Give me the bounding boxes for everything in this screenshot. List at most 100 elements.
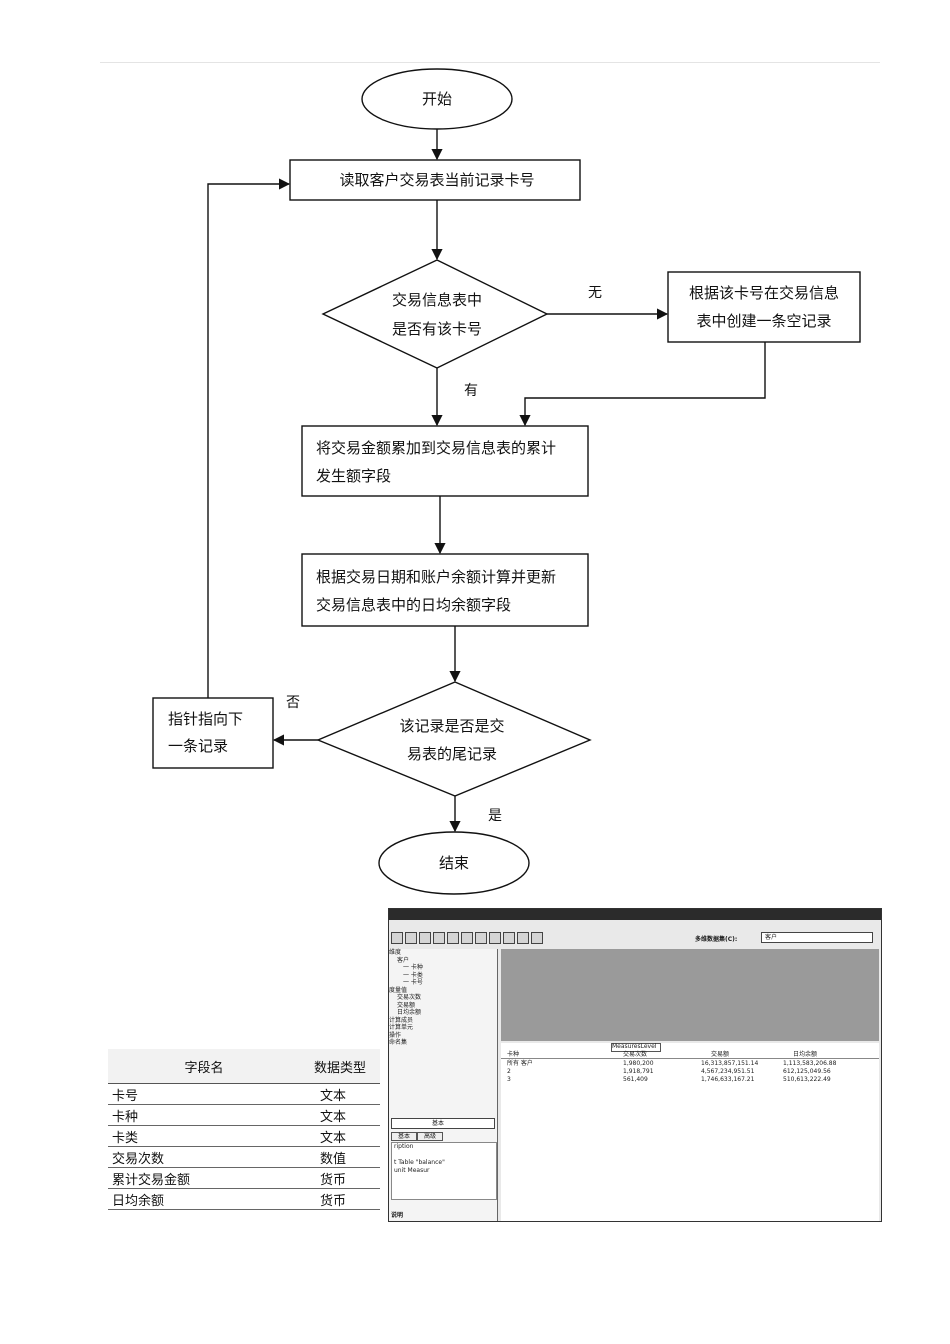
tree-icon[interactable]: [419, 932, 431, 944]
edge-label-no: 否: [286, 695, 300, 711]
table-row: 累计交易金额货币: [108, 1167, 380, 1189]
header-field-name: 字段名: [108, 1049, 300, 1084]
end-label: 结束: [439, 854, 469, 872]
tree-item[interactable]: 操作: [389, 1031, 402, 1039]
last-label-line1: 该记录是否是交: [399, 717, 504, 735]
grid-cell: 612,125,049.56: [783, 1068, 831, 1075]
save-icon[interactable]: [391, 932, 403, 944]
cube-data-grid: MeasuresLevel 卡种 交易次数 交易额 日均余额 所有 客户 1,9…: [501, 1043, 879, 1221]
cube-graph-area: [501, 949, 879, 1041]
flowchart: 开始 读取客户交易表当前记录卡号 交易信息表中 是否有该卡号 根据该卡号在交易信…: [152, 68, 861, 895]
grid-header: 交易次数: [623, 1051, 648, 1058]
tree-item[interactable]: 一 卡种: [403, 964, 423, 971]
grid-cell: 3: [507, 1076, 511, 1083]
check-label-line2: 是否有该卡号: [392, 320, 482, 338]
update-label-line2: 交易信息表中的日均余额字段: [316, 596, 511, 614]
grid-cell: 16,313,857,151.14: [701, 1060, 759, 1067]
measure-icon[interactable]: [461, 932, 473, 944]
dataset-select[interactable]: 客户: [761, 932, 873, 943]
data-type-cell: 数值: [300, 1146, 380, 1168]
properties-tabs: 基本 高级: [391, 1132, 495, 1141]
menubar: [389, 920, 881, 930]
property-row[interactable]: t Table "balance": [394, 1159, 445, 1166]
table-header-row: 字段名 数据类型: [108, 1049, 380, 1084]
tab-basic[interactable]: 基本: [391, 1132, 418, 1141]
table-row: 2 1,918,791 4,567,234,951.51 612,125,049…: [501, 1068, 879, 1075]
read-node: [289, 159, 581, 201]
top-divider: [100, 62, 880, 63]
properties-panel: 基本 基本 高级 ription t Table "balance" unit …: [389, 1114, 497, 1221]
next-node: [152, 697, 274, 769]
check-node: [321, 259, 549, 369]
grid-cell: 所有 客户: [507, 1060, 533, 1067]
data-type-cell: 文本: [300, 1104, 380, 1126]
table-row: 卡类文本: [108, 1125, 380, 1147]
property-row[interactable]: ription: [394, 1143, 414, 1150]
edge-label-none: 无: [588, 285, 602, 301]
properties-combo[interactable]: 基本: [391, 1118, 495, 1129]
grid-cell: 1,918,791: [623, 1068, 654, 1075]
grid-header: 日均余额: [793, 1051, 818, 1058]
arrow-icon[interactable]: [433, 932, 445, 944]
data-type-cell: 文本: [300, 1125, 380, 1147]
refresh-icon[interactable]: [489, 932, 501, 944]
accumulate-label-line1: 将交易金额累加到交易信息表的累计: [316, 439, 556, 457]
field-name-cell: 累计交易金额: [108, 1167, 300, 1189]
table-row: 卡号文本: [108, 1083, 380, 1105]
grid-cell: 2: [507, 1068, 511, 1075]
tree-item[interactable]: 命名集: [389, 1039, 408, 1046]
grid-header: 卡种: [507, 1051, 520, 1058]
grid-icon[interactable]: [405, 932, 417, 944]
filter-icon[interactable]: [447, 932, 459, 944]
process-icon[interactable]: [503, 932, 515, 944]
header-data-type: 数据类型: [300, 1049, 380, 1084]
table-row: 3 561,409 1,746,633,167.21 510,613,222.4…: [501, 1076, 879, 1083]
table-row: 所有 客户 1,980,200 16,313,857,151.14 1,113,…: [501, 1060, 879, 1067]
edge-label-has: 有: [464, 383, 478, 399]
start-label: 开始: [422, 90, 452, 108]
table-row: 日均余额货币: [108, 1188, 380, 1210]
tree-item[interactable]: 维度: [389, 949, 402, 956]
field-table: 字段名 数据类型 卡号文本 卡种文本 卡类文本 交易次数数值 累计交易金额货币 …: [108, 1049, 380, 1210]
grid-header: 交易额: [711, 1051, 730, 1058]
edge-label-yes: 是: [488, 808, 502, 824]
tree-item[interactable]: 交易次数: [397, 994, 422, 1001]
grid-cell: 510,613,222.49: [783, 1076, 831, 1083]
edge-create-accumulate: [519, 342, 766, 427]
create-label-line1: 根据该卡号在交易信息: [689, 284, 839, 302]
chart-icon[interactable]: [475, 932, 487, 944]
update-node: [301, 553, 589, 627]
dataset-label: 多维数据集(C):: [695, 936, 738, 943]
properties-list: ription t Table "balance" unit Measur: [391, 1142, 497, 1200]
accumulate-node: [301, 425, 589, 497]
grid-cell: 1,113,583,206.88: [783, 1060, 837, 1067]
next-label-line1: 指针指向下: [168, 710, 243, 728]
accumulate-label-line2: 发生额字段: [316, 467, 391, 485]
create-label-line2: 表中创建一条空记录: [696, 312, 831, 330]
window-titlebar: [389, 909, 881, 920]
tree-item[interactable]: 一 卡类: [403, 971, 423, 979]
grid-cell: 4,567,234,951.51: [701, 1068, 755, 1075]
bracket-icon[interactable]: [517, 932, 529, 944]
property-row[interactable]: unit Measur: [394, 1167, 430, 1174]
last-label-line2: 易表的尾记录: [407, 745, 497, 763]
data-type-cell: 文本: [300, 1083, 380, 1105]
settings-icon[interactable]: [531, 932, 543, 944]
field-name-cell: 卡号: [108, 1083, 300, 1105]
tree-item[interactable]: 计算单元: [389, 1024, 414, 1031]
tab-advanced[interactable]: 高级: [417, 1132, 444, 1141]
property-row[interactable]: [392, 1151, 496, 1159]
data-type-cell: 货币: [300, 1188, 380, 1210]
tree-item[interactable]: 度量值: [389, 986, 408, 994]
tree-item[interactable]: 一 卡号: [403, 979, 423, 986]
tree-item[interactable]: 计算成员: [389, 1016, 414, 1024]
tree-item[interactable]: 日均余额: [397, 1009, 422, 1016]
read-label: 读取客户交易表当前记录卡号: [339, 171, 534, 189]
tree-item[interactable]: 客户: [397, 956, 410, 964]
data-type-cell: 货币: [300, 1167, 380, 1189]
next-label-line2: 一条记录: [168, 737, 228, 755]
field-name-cell: 卡类: [108, 1125, 300, 1147]
cube-browser-screenshot: 多维数据集(C): 客户 维度 客户 一 卡种 一 卡类 一 卡号 度量值 交易…: [388, 908, 882, 1222]
field-name-cell: 日均余额: [108, 1188, 300, 1210]
tree-item[interactable]: 交易额: [397, 1001, 416, 1009]
